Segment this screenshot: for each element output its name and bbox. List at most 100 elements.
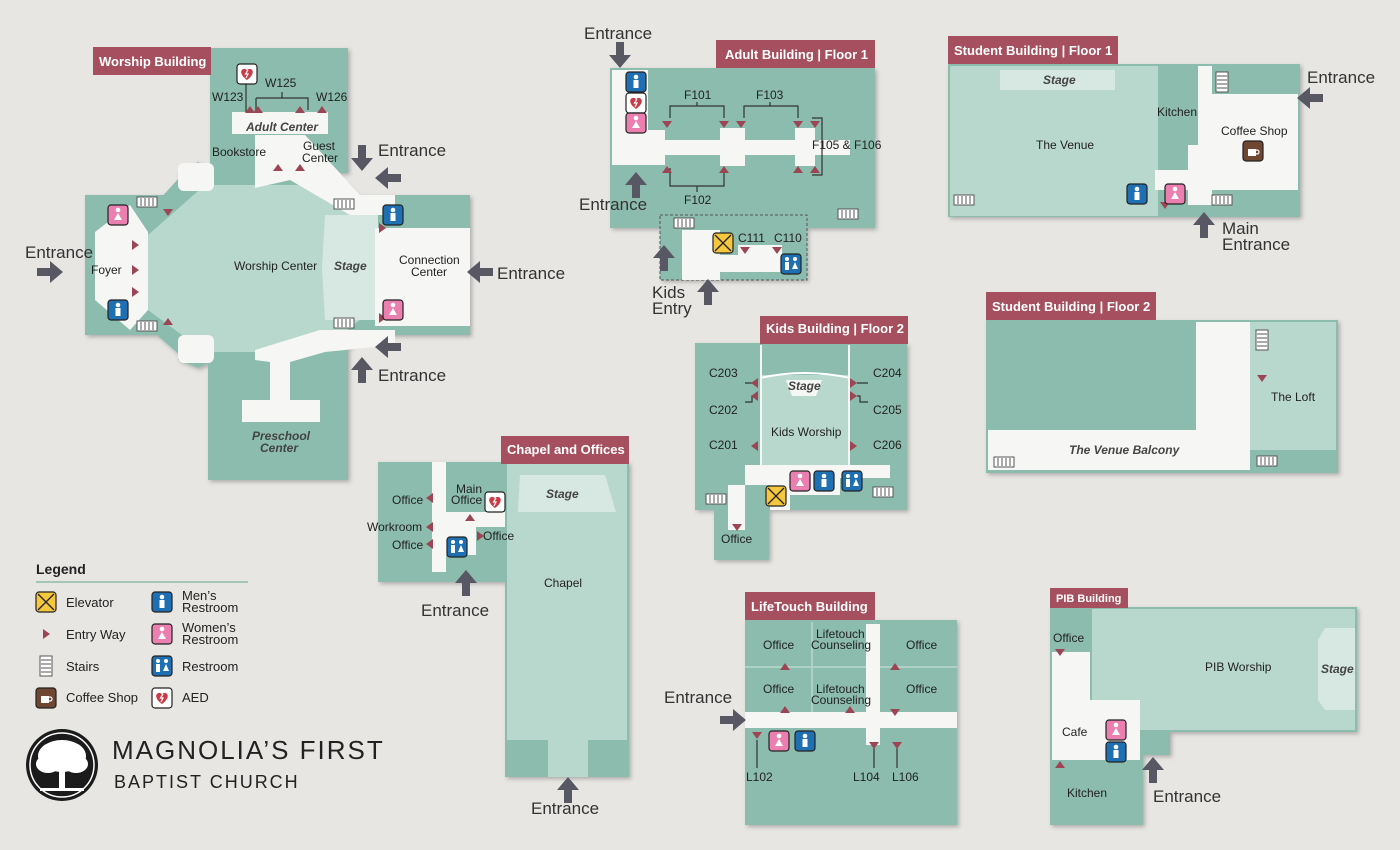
- stairs-icon: [673, 217, 695, 229]
- entry-way-icon: [273, 164, 283, 171]
- restroom-icon: [780, 253, 802, 275]
- student-f1-title: Student Building | Floor 1: [954, 43, 1112, 58]
- entrance-arrow-icon: [351, 357, 373, 383]
- womens-restroom-icon: [789, 470, 811, 492]
- legend-stairs: Stairs: [66, 659, 100, 674]
- pib-kitchen-label: Kitchen: [1067, 786, 1107, 800]
- c203-label: C203: [709, 366, 738, 380]
- stairs-icon: [993, 456, 1015, 468]
- mens-restroom-icon: [1105, 741, 1127, 763]
- entry-way-icon: [379, 313, 386, 323]
- entry-way-icon: [719, 166, 729, 173]
- entry-way-icon: [869, 742, 879, 749]
- lt-office-4-label: Office: [906, 682, 937, 696]
- chapel-office-1-label: Office: [392, 493, 423, 507]
- entry-way-icon: [43, 629, 50, 639]
- kids-building-floor2: Kids Building | Floor 2 Stage Kids Worsh…: [695, 316, 908, 560]
- entrance-arrow-icon: [557, 777, 579, 803]
- entry-way-icon: [253, 106, 263, 113]
- c202-label: C202: [709, 403, 738, 417]
- entrance-arrow-icon: [720, 709, 746, 731]
- chapel-and-offices: Chapel and Offices Stage Chapel Office W…: [367, 436, 629, 777]
- entry-way-icon: [736, 121, 746, 128]
- legend-title: Legend: [36, 561, 86, 577]
- the-venue-label: The Venue: [1036, 138, 1094, 152]
- stairs-icon: [872, 486, 894, 498]
- mens-restroom-icon: [1126, 183, 1148, 205]
- entrance-arrow-icon: [1193, 212, 1215, 238]
- stairs-icon: [136, 320, 158, 332]
- entrance-arrow-icon: [467, 261, 493, 283]
- entry-way-icon: [132, 240, 139, 250]
- entrance-label: Entrance: [584, 24, 652, 43]
- student-stage-label: Stage: [1043, 73, 1076, 87]
- f101-label: F101: [684, 88, 712, 102]
- adult-center-label: Adult Center: [245, 120, 319, 134]
- entrance-label: Entrance: [378, 141, 446, 160]
- f102-label: F102: [684, 193, 712, 207]
- pib-building: PIB Building Office PIB Worship Stage Ca…: [1050, 588, 1357, 825]
- womens-restroom-icon: [1105, 719, 1127, 741]
- adult-building-floor1: Adult Building | Floor 1 F101 F103 F102 …: [610, 40, 882, 318]
- entry-way-markers: [43, 106, 1267, 768]
- entry-way-icon: [751, 378, 758, 388]
- entry-way-icon: [662, 121, 672, 128]
- bookstore-label: Bookstore: [212, 145, 266, 159]
- worship-center-label: Worship Center: [234, 259, 317, 273]
- aed-icon: [151, 687, 173, 709]
- brand-line1: MAGNOLIA’S FIRST: [112, 735, 385, 765]
- entry-way-icon: [426, 522, 433, 532]
- stairs-icon: [1255, 329, 1269, 351]
- womens-restroom-icon: [107, 204, 129, 226]
- entrance-label: Entrance: [1153, 787, 1221, 806]
- entry-way-icon: [890, 709, 900, 716]
- womens-restroom-icon: [151, 623, 173, 645]
- elevator-icon: [35, 591, 57, 613]
- entry-way-icon: [780, 663, 790, 670]
- c204-label: C204: [873, 366, 902, 380]
- aed-icon: [625, 92, 647, 114]
- entrance-arrow-icon: [625, 172, 647, 198]
- mens-restroom-icon: [382, 204, 404, 226]
- entrance-arrow-icon: [375, 336, 401, 358]
- entrance-arrow-icon: [1297, 87, 1323, 109]
- stairs-icon: [333, 317, 355, 329]
- pib-office-label: Office: [1053, 631, 1084, 645]
- womens-restroom-icon: [768, 730, 790, 752]
- stairs-icon: [1211, 194, 1233, 206]
- entrance-label: Entrance: [25, 243, 93, 262]
- lt-office-3-label: Office: [763, 682, 794, 696]
- chapel-office-2-label: Office: [392, 538, 423, 552]
- entry-way-icon: [477, 531, 484, 541]
- entry-way-icon: [317, 106, 327, 113]
- pib-worship-label: PIB Worship: [1205, 660, 1272, 674]
- entrance-label: Entrance: [421, 601, 489, 620]
- entry-way-icon: [850, 441, 857, 451]
- restroom-icon: [841, 470, 863, 492]
- entry-way-icon: [780, 706, 790, 713]
- f103-label: F103: [756, 88, 784, 102]
- stairs-icon: [837, 208, 859, 220]
- coffee-shop-icon: [1242, 140, 1264, 162]
- entrance-arrow-icon: [351, 145, 373, 171]
- entrance-arrows: [37, 42, 1323, 803]
- amenity-icons: [35, 63, 1264, 763]
- entry-way-icon: [379, 223, 386, 233]
- kitchen-label: Kitchen: [1157, 105, 1197, 119]
- stairs-icon: [333, 198, 355, 210]
- chapel-title: Chapel and Offices: [507, 442, 625, 457]
- entry-way-icon: [163, 318, 173, 325]
- entry-way-icon: [793, 166, 803, 173]
- chapel-stage-label: Stage: [546, 487, 579, 501]
- adult-building-title: Adult Building | Floor 1: [725, 47, 868, 62]
- entry-way-icon: [1055, 649, 1065, 656]
- entry-way-icon: [892, 742, 902, 749]
- c206-label: C206: [873, 438, 902, 452]
- legend-coffee-shop: Coffee Shop: [66, 690, 138, 705]
